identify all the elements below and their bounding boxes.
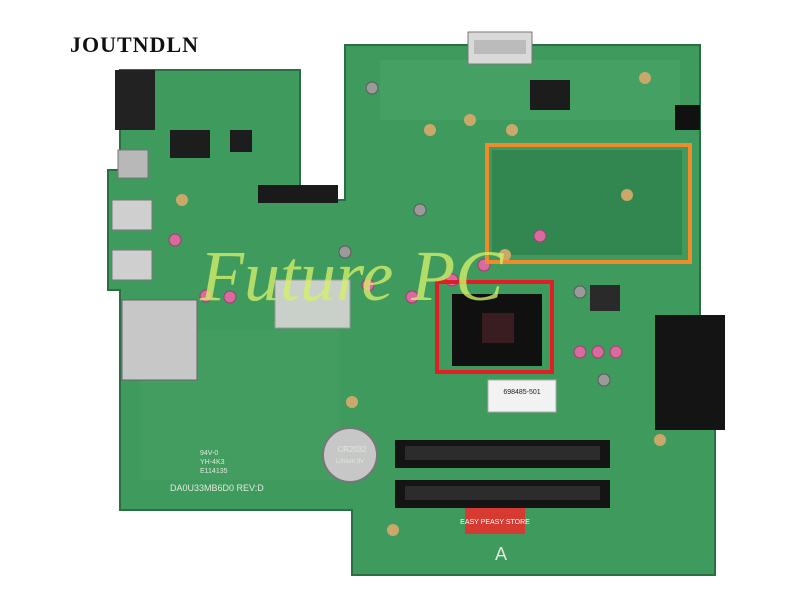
usb-port-2: [111, 249, 153, 281]
rubber-pad: [655, 315, 725, 430]
part-number-text: 698485-501: [503, 389, 540, 396]
board-model-text: DA0U33MB6D0 REV:D: [170, 483, 264, 493]
part-label: [487, 379, 557, 413]
cpu-socket: [492, 150, 682, 255]
code-1: 94V-0: [200, 450, 218, 457]
store-sticker: [465, 508, 525, 534]
watermark-text: Future PC: [199, 236, 504, 316]
hdmi-port: [117, 149, 149, 179]
heatsink-pad: [274, 279, 351, 329]
cmos-battery: [322, 427, 378, 483]
chip-highlight-box: [435, 280, 554, 374]
slot-mark-text: A: [495, 544, 507, 564]
cpu-highlight-box: [485, 143, 692, 264]
usb-port-1: [111, 199, 153, 231]
ethernet-port: [115, 70, 155, 130]
sd-card-slot: [121, 299, 198, 381]
brand-logo-text: JOUTNDLN: [70, 32, 200, 57]
battery-label-text: CR2032: [337, 445, 367, 454]
code-2: YH-4K3: [200, 459, 225, 466]
code-3: E114135: [200, 468, 228, 475]
battery-sub-text: Lithium 3V: [336, 459, 364, 465]
sticker-text: EASY PEASY STORE: [460, 519, 530, 526]
